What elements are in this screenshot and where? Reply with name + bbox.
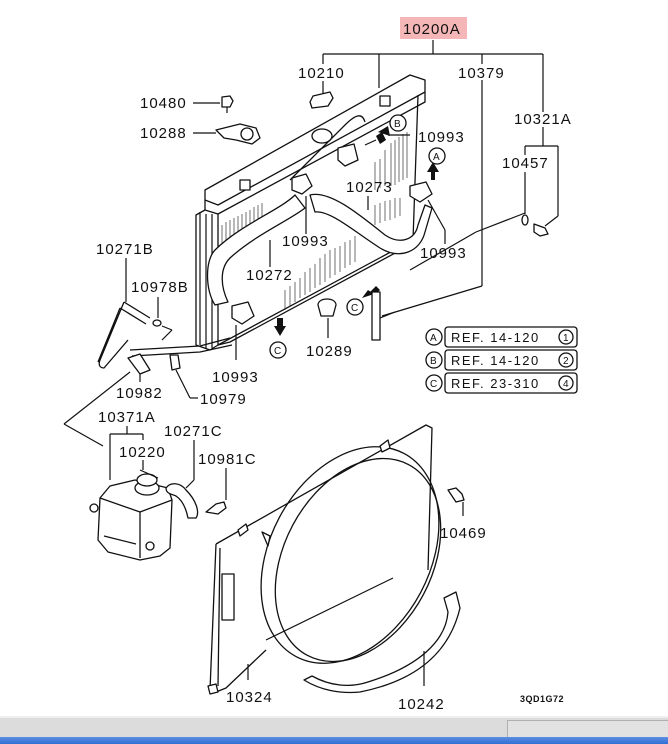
part-10289-grommet	[317, 298, 337, 317]
part-label-10324[interactable]: 10324	[226, 689, 273, 706]
part-10321A-bolt	[533, 223, 549, 237]
part-label-10978B[interactable]: 10978B	[131, 279, 189, 296]
part-label-10993-top[interactable]: 10993	[418, 129, 465, 146]
radiator-core	[195, 74, 426, 351]
callout-B-top	[389, 114, 407, 132]
callout-C-right	[346, 298, 364, 316]
arrow-to-A	[427, 162, 439, 180]
reference-list: A REF. 14-120 1 B REF. 14-120 2 C REF. 2…	[425, 326, 578, 394]
reference-B[interactable]: B REF. 14-120 2	[425, 349, 578, 371]
svg-text:REF. 14-120: REF. 14-120	[451, 330, 540, 345]
svg-text:1: 1	[563, 333, 569, 344]
status-bar-pane	[507, 720, 668, 737]
callout-C-bottom	[269, 341, 287, 359]
part-label-10993-right[interactable]: 10993	[420, 245, 467, 262]
shroud-side-tab	[221, 573, 235, 621]
part-10271B-overflow-hose	[97, 301, 151, 369]
svg-text:C: C	[430, 379, 437, 390]
reference-C[interactable]: C REF. 23-310 4	[425, 372, 578, 394]
part-10993-clamp-1	[291, 173, 313, 195]
part-label-10273[interactable]: 10273	[346, 179, 393, 196]
radiator-cap	[311, 128, 333, 144]
status-bar	[0, 716, 668, 738]
part-label-10271C[interactable]: 10271C	[164, 423, 223, 440]
part-label-10480[interactable]: 10480	[140, 95, 187, 112]
part-label-10289[interactable]: 10289	[306, 343, 353, 360]
part-10981C-clip	[205, 501, 227, 515]
drain-pipe	[371, 291, 381, 341]
svg-text:REF. 23-310: REF. 23-310	[451, 376, 540, 391]
callout-A-top	[428, 147, 446, 165]
svg-text:C: C	[274, 346, 281, 357]
part-label-10993-low[interactable]: 10993	[212, 369, 259, 386]
part-label-10210[interactable]: 10210	[298, 65, 345, 82]
part-label-10271B[interactable]: 10271B	[96, 241, 154, 258]
part-label-10272[interactable]: 10272	[246, 267, 293, 284]
taskbar	[0, 737, 668, 744]
part-10993-clamp-2	[337, 143, 359, 167]
part-10993-clamp-3	[409, 181, 433, 203]
overflow-tube	[289, 115, 366, 181]
svg-text:A: A	[430, 333, 437, 344]
assembly-label-10200A[interactable]: 10200A	[400, 17, 467, 39]
part-label-10288[interactable]: 10288	[140, 125, 187, 142]
part-10242-lower-shroud	[303, 591, 461, 694]
assembly-bracket-lines	[322, 40, 544, 317]
arrow-to-B	[376, 126, 390, 144]
radiator-parts-diagram: 10200A 10210 10379 10321A 10457 10480 10…	[63, 17, 578, 713]
part-label-10982[interactable]: 10982	[116, 385, 163, 402]
part-10979-clip	[169, 354, 181, 371]
part-10457-nut	[521, 214, 529, 226]
part-label-10220[interactable]: 10220	[119, 444, 166, 461]
svg-text:2: 2	[563, 356, 569, 367]
part-10978B-clip	[152, 319, 162, 327]
figure-code: 3QD1G72	[520, 694, 564, 704]
arrow-to-C-right	[362, 286, 380, 298]
part-10272-lower-hose	[206, 194, 306, 306]
part-10469-bolt	[447, 487, 465, 503]
svg-text:B: B	[394, 119, 401, 130]
svg-text:C: C	[351, 303, 358, 314]
part-label-10993-mid[interactable]: 10993	[282, 233, 329, 250]
svg-text:4: 4	[563, 379, 569, 390]
part-10993-clamp-4	[231, 301, 255, 325]
part-10982-clip	[127, 353, 151, 375]
part-10371A-reservoir-tank	[97, 479, 173, 561]
part-label-10242[interactable]: 10242	[398, 696, 445, 713]
part-label-10979[interactable]: 10979	[200, 391, 247, 408]
part-10210-cap-seal	[309, 91, 334, 109]
arrow-to-C-bottom	[274, 318, 286, 336]
part-label-10469[interactable]: 10469	[440, 525, 487, 542]
part-10271C-hose	[165, 483, 199, 519]
assembly-label-highlight	[400, 17, 467, 39]
reference-A[interactable]: A REF. 14-120 1	[425, 326, 578, 348]
part-label-10200A[interactable]: 10200A	[403, 21, 461, 38]
part-10480-bolt	[221, 95, 234, 108]
part-label-10321A[interactable]: 10321A	[514, 111, 572, 128]
part-label-10371A[interactable]: 10371A	[98, 409, 156, 426]
svg-text:A: A	[433, 152, 440, 163]
svg-text:B: B	[430, 356, 437, 367]
part-label-10379[interactable]: 10379	[458, 65, 505, 82]
part-label-10981C[interactable]: 10981C	[198, 451, 257, 468]
svg-text:REF. 14-120: REF. 14-120	[451, 353, 540, 368]
part-label-10457[interactable]: 10457	[502, 155, 549, 172]
